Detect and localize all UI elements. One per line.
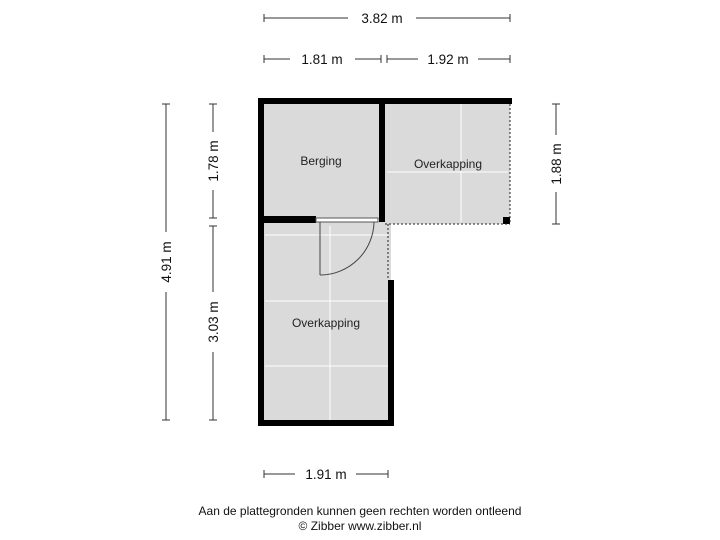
overkapping-bottom-floor [262, 222, 391, 423]
top-right-width-label: 1.92 m [427, 52, 468, 67]
dimension-lines [162, 14, 560, 478]
left-lower-height-label: 3.03 m [206, 301, 221, 342]
copyright-text: © Zibber www.zibber.nl [298, 519, 422, 533]
room-label-overkapping-bottom: Overkapping [292, 316, 360, 330]
room-label-overkapping-right: Overkapping [414, 157, 482, 171]
total-width-label: 3.82 m [361, 11, 402, 26]
top-left-width-label: 1.81 m [301, 52, 342, 67]
total-height-label: 4.91 m [159, 241, 174, 282]
bottom-width-label: 1.91 m [305, 467, 346, 482]
berging-floor [262, 102, 382, 219]
walls [258, 98, 512, 426]
door [315, 217, 379, 276]
tile-grid [265, 104, 508, 420]
left-upper-height-label: 1.78 m [206, 140, 221, 181]
open-edges [385, 104, 511, 280]
disclaimer-text: Aan de plattegronden kunnen geen rechten… [198, 504, 522, 518]
overkapping-right-floor [385, 102, 510, 224]
room-label-berging: Berging [300, 154, 341, 168]
right-height-label: 1.88 m [549, 143, 564, 184]
